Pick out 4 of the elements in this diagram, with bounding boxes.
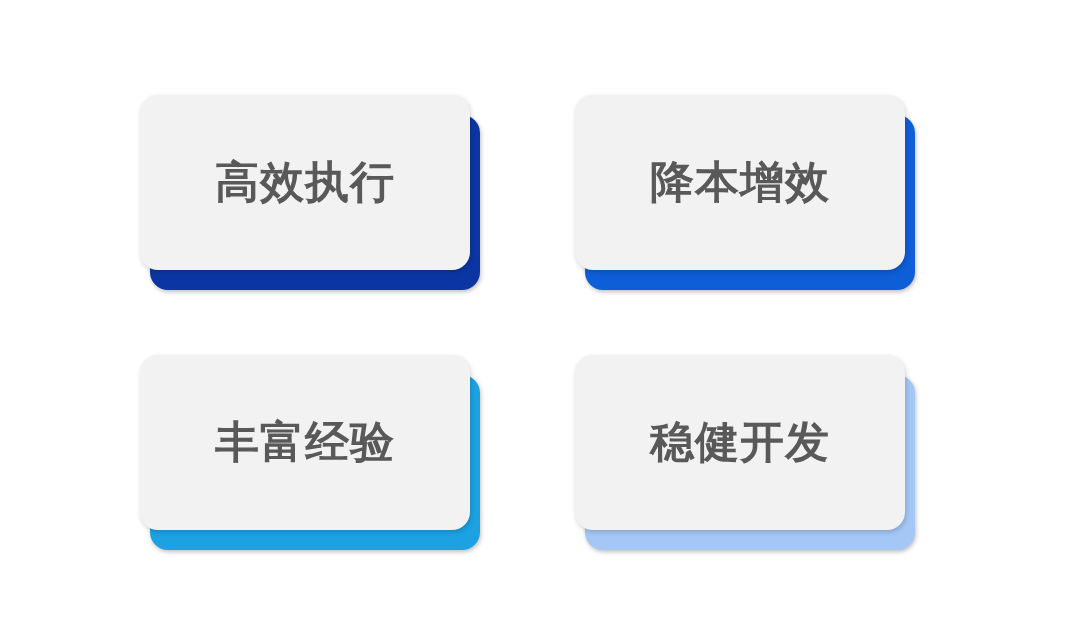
text-card: 稳健开发 (575, 355, 905, 530)
text-card: 丰富经验 (140, 355, 470, 530)
text-card: 降本增效 (575, 95, 905, 270)
text-card: 高效执行 (140, 95, 470, 270)
